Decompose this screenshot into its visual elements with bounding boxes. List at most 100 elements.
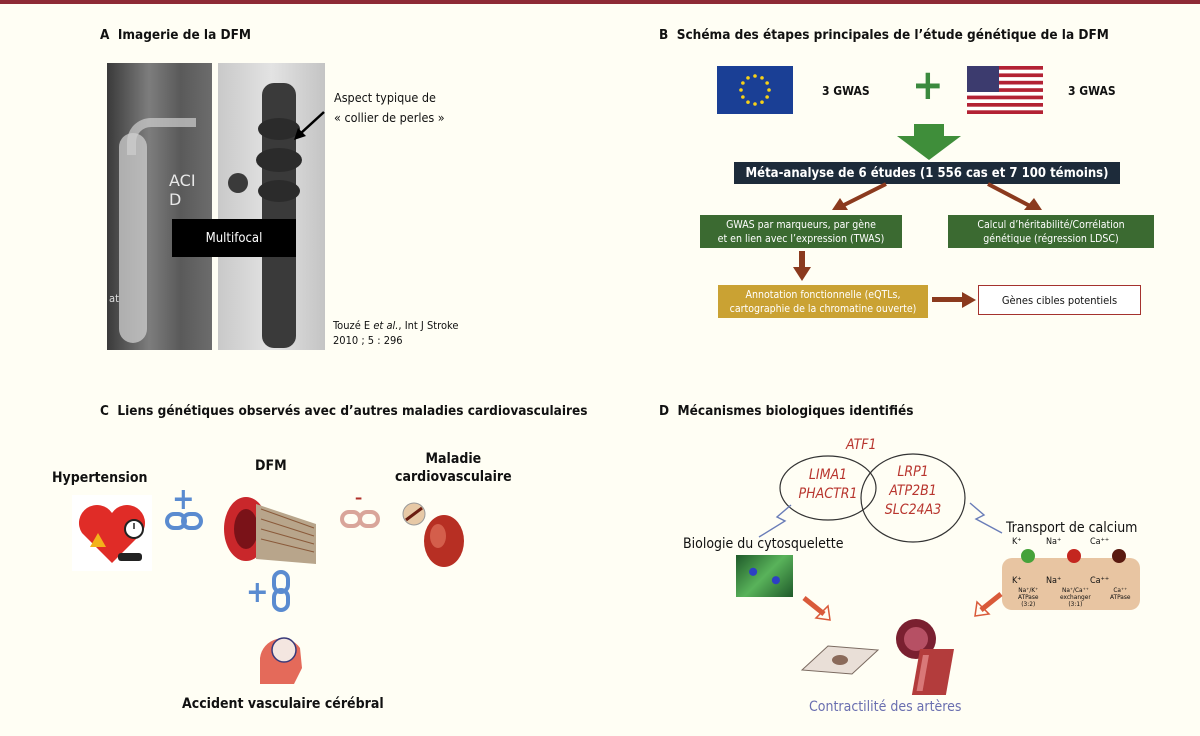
- us-flag-icon: [967, 66, 1043, 114]
- eu-flag-icon: [717, 66, 793, 114]
- cardio-label: Maladie cardiovasculaire: [395, 450, 512, 486]
- meta-analysis-box: Méta-analyse de 6 études (1 556 cas et 7…: [734, 162, 1120, 184]
- annot-line-2: cartographie de la chromatine ouverte): [729, 302, 917, 315]
- avc-label: Accident vasculaire cérébral: [182, 696, 384, 712]
- scan-corner-label: at: [109, 292, 119, 305]
- chain-link-icon-1: [165, 510, 203, 532]
- hypertension-heart-icon: [72, 495, 152, 571]
- herit-box-line-1: Calcul d’héritabilité/Corrélation: [977, 218, 1125, 231]
- reference-text: Touzé E et al., Int J Stroke 2010 ; 5 : …: [333, 318, 458, 348]
- panel-b-letter: B: [659, 27, 669, 43]
- pump-2-label: Na⁺/Ca⁺⁺ exchanger (3:1): [1060, 587, 1091, 608]
- ref-etal: et al.: [373, 319, 399, 332]
- pump-1-line-1: Na⁺/K⁺: [1018, 586, 1039, 594]
- plus-icon-2: +: [246, 575, 269, 610]
- arrow-right-down: [987, 182, 1042, 210]
- ion-na-top: Na⁺: [1046, 537, 1062, 547]
- pump-2-icon: [1067, 549, 1081, 563]
- pump-3-line-2: ATPase: [1110, 593, 1131, 601]
- pump-2-line-2: exchanger: [1060, 593, 1091, 601]
- lightning-icon-right: [969, 502, 1003, 534]
- panel-b-title: B Schéma des étapes principales de l’étu…: [659, 27, 1109, 43]
- hypertension-label: Hypertension: [52, 470, 148, 486]
- arrow-down-small: [793, 251, 811, 281]
- pump-1-icon: [1021, 549, 1035, 563]
- panel-c-letter: C: [100, 403, 109, 419]
- artery-curve: [127, 118, 196, 155]
- eu-star: [767, 88, 771, 92]
- eu-star: [753, 74, 757, 78]
- chain-link-icon-3: [270, 570, 292, 614]
- artery-shape: [119, 133, 147, 343]
- panel-c-title: C Liens génétiques observés avec d’autre…: [100, 403, 587, 419]
- artery-section-image: [890, 615, 980, 697]
- bead-1: [258, 118, 300, 140]
- cell-membrane-image: [1002, 558, 1140, 610]
- pump-2-line-1: Na⁺/Ca⁺⁺: [1061, 586, 1089, 594]
- eu-star: [760, 76, 764, 80]
- annotation-arrow: [294, 111, 325, 140]
- ion-k-top: K⁺: [1012, 537, 1022, 547]
- heritability-box: Calcul d’héritabilité/Corrélation généti…: [948, 215, 1154, 248]
- pump-2-line-3: (3:1): [1068, 600, 1083, 608]
- panel-b-title-text: Schéma des étapes principales de l’étude…: [676, 27, 1109, 43]
- down-arrow-big-icon: [897, 124, 961, 160]
- gene-phactr1: PHACTR1: [798, 486, 858, 502]
- ref-journal: , Int J Stroke: [398, 319, 459, 332]
- ref-year: 2010 ; 5 : 296: [333, 334, 403, 347]
- panel-a-title-text: Imagerie de la DFM: [117, 27, 251, 43]
- chain-link-icon-2: [340, 508, 380, 530]
- top-accent-bar: [0, 0, 1200, 4]
- eu-star: [753, 102, 757, 106]
- herit-box-line-2: génétique (régression LDSC): [983, 232, 1119, 245]
- plus-sign-icon: +: [912, 60, 944, 109]
- mri-scan-image: ACI D at: [107, 63, 212, 350]
- artery-diagram-image: [216, 484, 326, 574]
- ref-author: Touzé E: [333, 319, 374, 332]
- cardio-line-2: cardiovasculaire: [395, 469, 512, 485]
- annotation-line-1: Aspect typique de: [334, 90, 436, 105]
- right-gene-group: LRP1 ATP2B1 SLC24A3: [870, 463, 956, 520]
- eu-star: [739, 88, 743, 92]
- minus-icon: –: [355, 488, 363, 507]
- panel-c-title-text: Liens génétiques observés avec d’autres …: [117, 403, 588, 419]
- gene-ellipses: [779, 453, 966, 543]
- gene-atf1: ATF1: [846, 437, 877, 453]
- gene-lima1: LIMA1: [808, 467, 848, 483]
- pump-1-line-3: (3:2): [1021, 600, 1036, 608]
- annotation-text: Aspect typique de « collier de perles »: [334, 88, 445, 128]
- annot-line-1: Annotation fonctionnelle (eQTLs,: [745, 288, 901, 301]
- target-genes-box: Gènes cibles potentiels: [978, 285, 1141, 315]
- eu-star: [765, 81, 769, 85]
- scan-label: ACI D: [169, 171, 196, 209]
- hollow-arrow-left: [802, 596, 831, 621]
- ion-na-bottom: Na⁺: [1046, 576, 1062, 586]
- pump-1-line-2: ATPase: [1018, 593, 1039, 601]
- gene-slc24a3: SLC24A3: [884, 502, 942, 518]
- pump-1-label: Na⁺/K⁺ ATPase (3:2): [1018, 587, 1039, 608]
- gene-atp2b1: ATP2B1: [889, 483, 937, 499]
- bead-3: [258, 180, 300, 202]
- left-gene-group: LIMA1 PHACTR1: [788, 466, 868, 504]
- eu-star: [741, 95, 745, 99]
- cytoskeleton-label: Biologie du cytosquelette: [683, 536, 844, 552]
- eu-star: [746, 100, 750, 104]
- panel-d-title: D Mécanismes biologiques identifiés: [659, 403, 913, 419]
- pump-3-line-1: Ca⁺⁺: [1113, 586, 1128, 594]
- panel-d-letter: D: [659, 403, 670, 419]
- eu-star: [746, 76, 750, 80]
- ion-ca-bottom: Ca⁺⁺: [1090, 576, 1110, 586]
- plus-icon-1: +: [172, 482, 195, 517]
- contractility-label: Contractilité des artères: [809, 699, 962, 715]
- pump-3-label: Ca⁺⁺ ATPase: [1110, 587, 1131, 601]
- gwas-box: GWAS par marqueurs, par gène et en lien …: [700, 215, 902, 248]
- smooth-muscle-cell-image: [800, 640, 880, 680]
- pump-3-icon: [1112, 549, 1126, 563]
- calcium-transport-label: Transport de calcium: [1006, 520, 1138, 536]
- panel-a-title: A Imagerie de la DFM: [100, 27, 251, 43]
- cytoskeleton-image: [736, 555, 793, 597]
- gene-lrp1: LRP1: [897, 464, 929, 480]
- arrow-left-down: [832, 182, 887, 210]
- hollow-arrow-right: [974, 592, 1003, 617]
- gwas-box-line-2: et en lien avec l’expression (TWAS): [717, 232, 885, 245]
